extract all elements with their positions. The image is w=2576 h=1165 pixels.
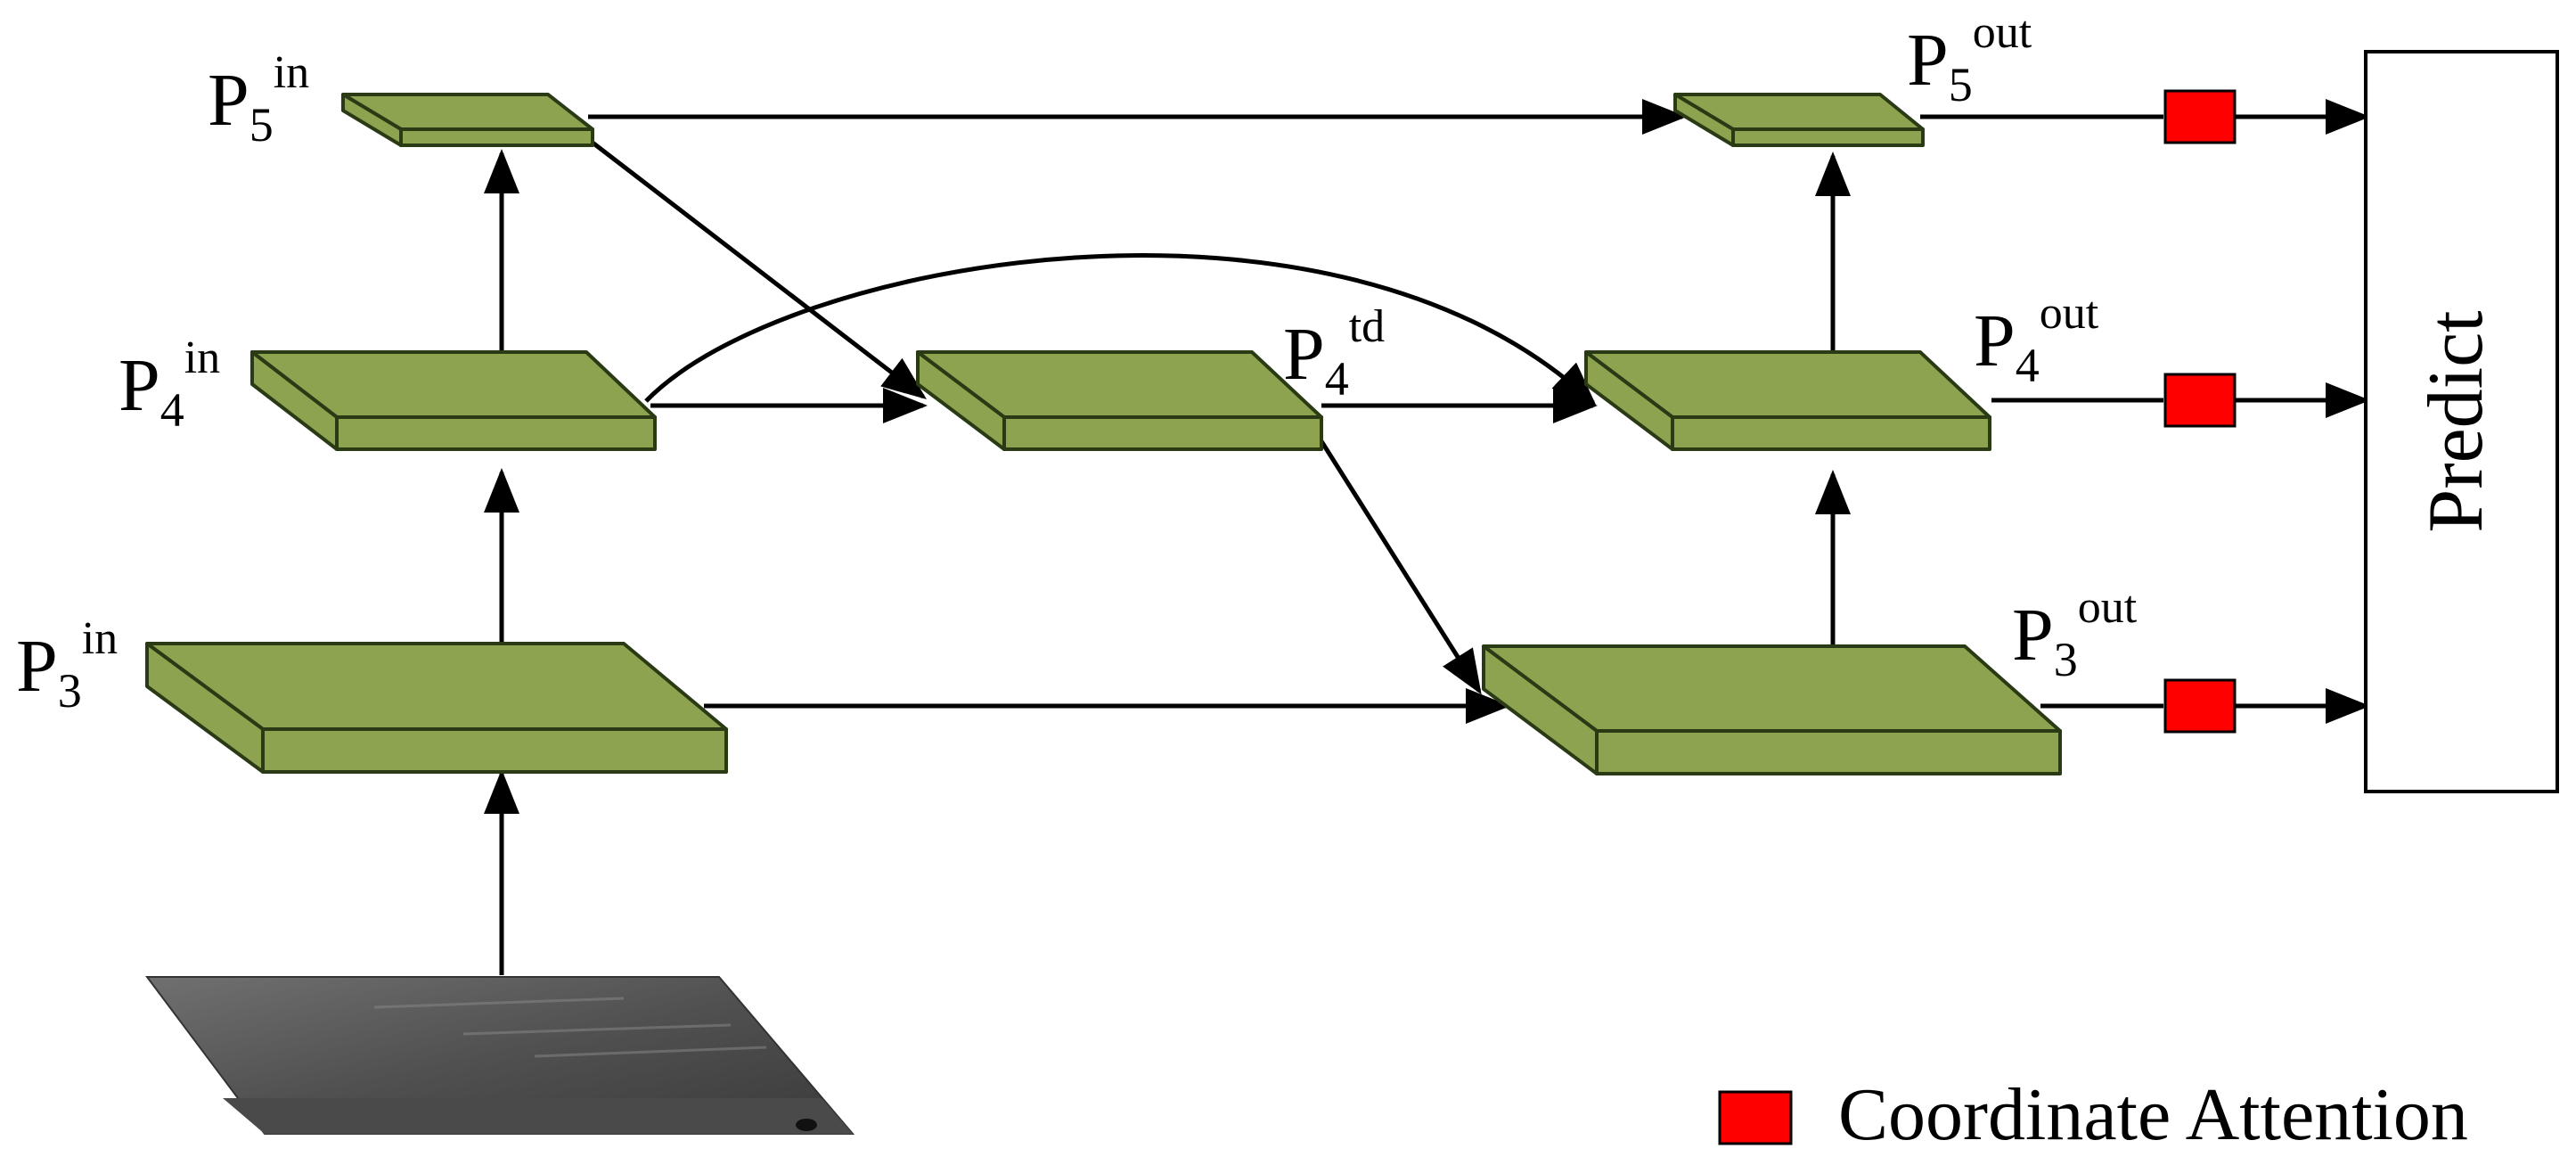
- legend-label: Coordinate Attention: [1838, 1073, 2468, 1156]
- slab-p4-out: [1584, 350, 1991, 451]
- label-p3-out: P3out: [2012, 582, 2138, 686]
- arrow-p5in-to-p4td: [591, 141, 927, 400]
- predict-label: Predict: [2413, 310, 2499, 532]
- arrow-p4td-to-p3out: [1319, 439, 1482, 695]
- slab-p4-in: [250, 350, 657, 451]
- label-p4-td: P4td: [1283, 301, 1385, 406]
- arrow-p4in-to-p4out-curve: [644, 253, 1597, 406]
- label-p4-in: P4in: [119, 332, 220, 437]
- label-p3-in: P3in: [16, 613, 118, 718]
- slab-p5-in: [341, 93, 594, 147]
- legend: Coordinate Attention: [1718, 1073, 2468, 1156]
- coordinate-attention-blocks: [2163, 89, 2237, 734]
- coordinate-attention-p5: [2163, 89, 2237, 144]
- label-p5-in: P5in: [208, 47, 309, 152]
- input-steel-image: [145, 976, 855, 1135]
- node-labels: P5in P4in P3in P4td P5out P4out P3out: [16, 7, 2138, 718]
- slab-p5-out: [1673, 93, 1925, 147]
- slab-p3-in: [145, 642, 728, 774]
- label-p5-out: P5out: [1907, 7, 2032, 111]
- connectors: [484, 99, 2370, 975]
- red-square-icon: [1718, 1090, 1793, 1145]
- slab-p3-out: [1482, 644, 2062, 775]
- feature-maps: [145, 93, 2062, 775]
- coordinate-attention-p4: [2163, 373, 2237, 428]
- coordinate-attention-p3: [2163, 678, 2237, 734]
- predict-box: Predict: [2364, 50, 2559, 793]
- slab-p4-td: [916, 350, 1323, 451]
- label-p4-out: P4out: [1974, 288, 2099, 392]
